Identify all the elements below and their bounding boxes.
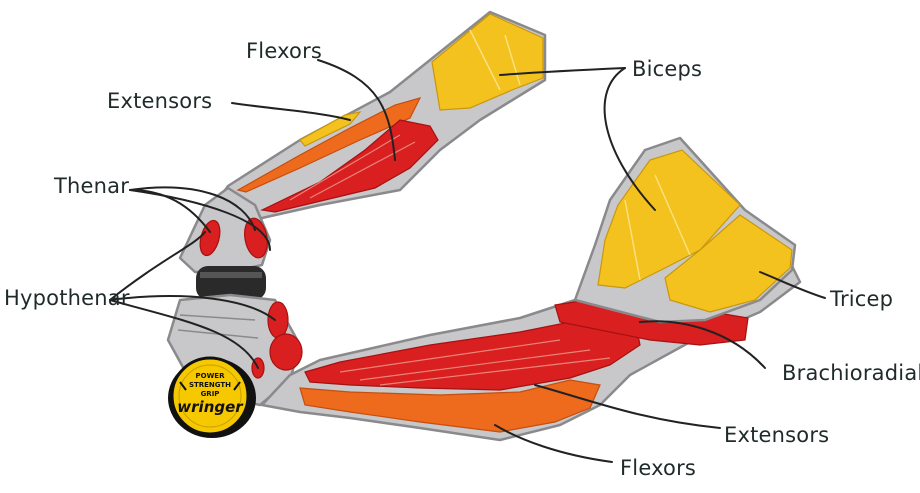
badge-line-3: GRIP	[201, 390, 220, 398]
label-extensors-top: Extensors	[107, 89, 212, 113]
label-biceps: Biceps	[632, 57, 702, 81]
leader-extensors-top	[231, 102, 351, 121]
label-thenar: Thenar	[53, 174, 129, 198]
hypothenar-upper-muscle	[267, 301, 289, 339]
tricep-muscle	[664, 214, 793, 313]
badge-brand: wringer	[177, 398, 244, 416]
upper-arm-top	[181, 10, 547, 252]
hypothenar-lower-muscle	[269, 333, 303, 371]
leader-biceps-top	[499, 67, 626, 76]
leader-tricep	[759, 271, 826, 299]
grip-device: POWER STRENGTH GRIP wringer	[166, 266, 303, 438]
thenar-right-muscle	[244, 217, 268, 259]
leader-biceps-bottom	[603, 67, 656, 211]
label-tricep: Tricep	[829, 287, 893, 311]
wringer-badge: POWER STRENGTH GRIP wringer	[168, 356, 256, 438]
leader-flexors-bottom	[494, 424, 613, 463]
extensors-bottom-muscle	[304, 317, 641, 391]
leader-thenar-left	[129, 189, 211, 233]
badge-line-1: POWER	[196, 372, 226, 380]
label-flexors-bottom: Flexors	[620, 456, 696, 480]
label-extensors-bottom: Extensors	[724, 423, 829, 447]
leader-hypothenar-mid	[109, 295, 276, 321]
labels: Flexors Extensors Biceps Thenar Hypothen…	[4, 39, 920, 480]
leader-hypothenar-lower	[109, 299, 259, 369]
extensors-top-yellow	[299, 111, 362, 147]
leader-hypothenar-upper	[109, 231, 206, 301]
label-hypothenar: Hypothenar	[4, 286, 130, 310]
label-brachioradialis: Brachioradialis	[782, 361, 920, 385]
label-flexors-top: Flexors	[246, 39, 322, 63]
extensors-top-muscle	[236, 97, 422, 193]
leader-brachioradialis	[639, 320, 766, 369]
flexors-bottom-muscle	[299, 379, 601, 433]
biceps-top-muscle	[431, 13, 544, 111]
leader-thenar-tail	[129, 189, 271, 251]
leader-flexors-top	[317, 59, 396, 161]
leader-lines	[109, 59, 826, 463]
flexors-top-muscle	[259, 119, 439, 213]
leader-thenar-right	[129, 186, 256, 231]
leader-extensors-bottom	[534, 384, 721, 429]
badge-line-2: STRENGTH	[189, 381, 231, 389]
